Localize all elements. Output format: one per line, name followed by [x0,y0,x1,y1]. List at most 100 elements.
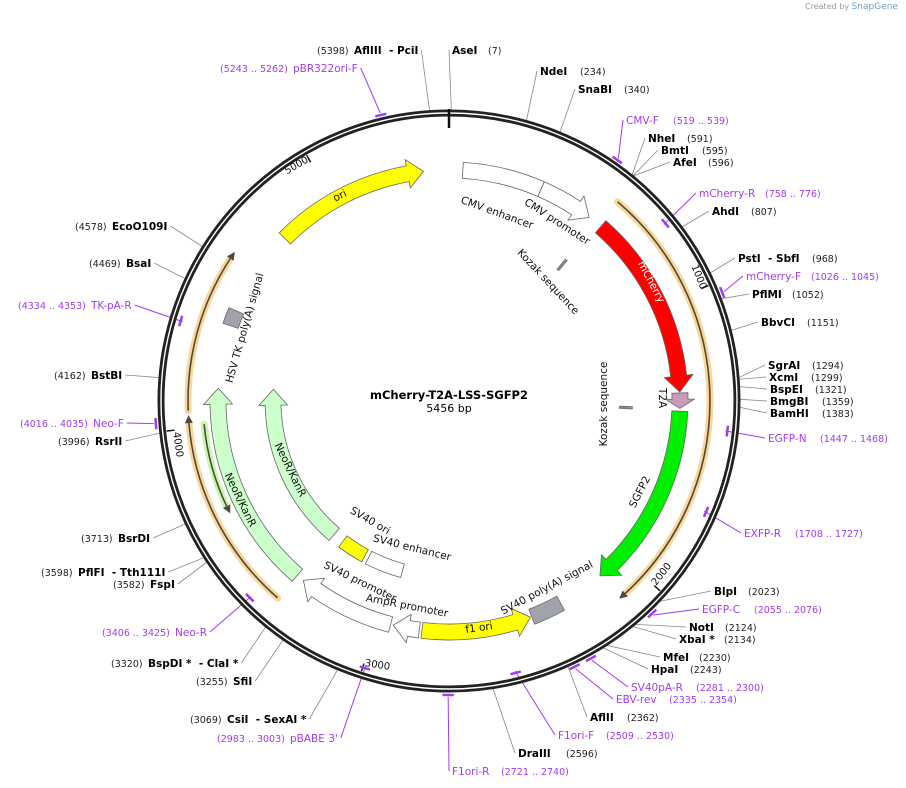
primer[interactable]: mCherry-F(1026 .. 1045) [746,271,879,283]
feature-sv40-enhancer-arrow[interactable] [364,550,405,578]
enzyme-name: NdeI [540,66,567,78]
primer[interactable]: EXFP-R(1708 .. 1727) [744,528,863,540]
feature-sv40-promoter-arrow[interactable] [302,577,394,633]
primer-mark[interactable] [660,218,670,229]
enzyme-site[interactable]: RsrII(3996) [58,436,122,448]
primer[interactable]: EGFP-C(2055 .. 2076) [702,604,822,616]
feature-t2a-arrow[interactable] [664,392,696,409]
primer-mark[interactable] [647,608,658,619]
enzyme-site[interactable]: BlpI(2023) [714,586,780,598]
primer-mark[interactable] [702,506,710,518]
orf-line[interactable] [187,258,231,411]
enzyme-site[interactable]: SgrAI(1294) [768,360,844,372]
enzyme-site[interactable]: AhdI(807) [712,206,777,218]
primer[interactable]: EGFP-N(1447 .. 1468) [768,433,888,445]
enzyme-name: BspEI [770,384,803,396]
primer-mark[interactable] [585,654,597,663]
primer-mark[interactable] [177,315,184,327]
primer-mark[interactable] [568,663,581,671]
enzyme-position: (7) [488,46,501,57]
orf-line[interactable] [203,424,228,507]
primer[interactable]: CMV-F(519 .. 539) [626,115,729,127]
enzyme-site[interactable]: XbaI *(2134) [679,634,756,646]
primer[interactable]: Neo-F(4016 .. 4035) [20,418,124,430]
primer-mark[interactable] [718,286,726,299]
feature-ori-arrow[interactable] [278,158,425,245]
primer[interactable]: SV40pA-R(2281 .. 2300) [631,682,764,694]
primer[interactable]: mCherry-R(758 .. 776) [699,188,821,200]
enzyme-position: (3069) [190,715,222,726]
primer[interactable]: Neo-R(3406 .. 3425) [102,627,207,639]
feature-cmv-promoter-arrow[interactable] [537,181,590,221]
feature-f1-ori-arrow[interactable] [420,607,532,641]
feature-kozak-sequence-mark[interactable] [557,259,568,272]
enzyme-site[interactable]: PstI - SbfI(968) [738,253,838,265]
primer[interactable]: EBV-rev(2335 .. 2354) [616,694,737,706]
enzyme-name: BbvCI [761,317,795,329]
orf-line[interactable] [617,201,711,595]
enzyme-site[interactable]: BspDI * - ClaI *(3320) [111,658,239,670]
enzyme-position: (4578) [75,222,107,233]
feature-neor-kanr-arrow[interactable] [202,387,304,582]
enzyme-site[interactable]: BbvCI(1151) [761,317,839,329]
feature-cmv-enhancer-arrow[interactable] [461,161,545,198]
primer-mark[interactable] [359,665,371,671]
enzyme-site[interactable]: BsrDI(3713) [81,533,150,545]
feature-hsv-tk-poly-a-signal-arrow[interactable] [222,307,245,329]
enzyme-site[interactable]: PflMI(1052) [752,289,824,301]
feature-kozak-sequence-mark[interactable] [618,407,633,410]
primer-mark[interactable] [510,670,522,676]
feature-ampr-promoter-arrow[interactable] [392,613,421,644]
enzyme-site[interactable]: PflFI - Tth111I(3598) [41,567,165,579]
enzyme-site[interactable]: CsiI - SexAI *(3069) [190,714,307,726]
orf-line[interactable] [188,423,279,599]
feature-kozak-sequence-mark[interactable] [556,258,567,271]
enzyme-site[interactable]: BstBI(4162) [54,370,122,382]
enzyme-site[interactable]: BmtI(595) [661,145,728,157]
enzyme-site[interactable]: FspI(3582) [113,579,175,591]
feature-sv40-poly-a-signal-arrow[interactable] [528,595,566,625]
enzyme-name: SgrAI [768,360,800,372]
feature-label: ori [331,188,349,205]
enzyme-name: SfiI [233,676,252,688]
enzyme-site[interactable]: AseI(7) [452,45,501,57]
primer-mark[interactable] [245,593,255,603]
enzyme-site[interactable]: XcmI(1299) [769,372,843,384]
primer-mark[interactable] [374,112,387,118]
primer[interactable]: pBR322ori-F(5243 .. 5262) [220,63,358,75]
feature-label: HSV TK poly(A) signal [224,272,267,385]
enzyme-site[interactable]: HpaI(2243) [651,664,722,676]
primer[interactable]: TK-pA-R(4334 .. 4353) [18,300,132,312]
enzyme-site[interactable]: AflII(2362) [590,712,659,724]
feature-sgfp2-arrow[interactable] [599,410,689,577]
credit-prefix: Created by [805,2,850,11]
enzyme-site[interactable]: NdeI(234) [540,66,606,78]
primer[interactable]: F1ori-F(2509 .. 2530) [558,730,674,742]
enzyme-site[interactable]: BsaI(4469) [89,258,151,270]
enzyme-site[interactable]: MfeI(2230) [663,652,731,664]
primer-name: mCherry-R [699,188,755,200]
orf-arrowhead [185,415,193,424]
enzyme-site[interactable]: BamHI(1383) [770,408,854,420]
primer-range: (2983 .. 3003) [217,734,285,745]
primer-mark[interactable] [611,155,623,165]
primer-mark[interactable] [154,417,158,430]
enzyme-leader-line [125,432,160,442]
enzyme-site[interactable]: BmgBI(1359) [770,396,854,408]
enzyme-site[interactable]: EcoO109I(4578) [75,221,167,233]
enzyme-site[interactable]: SfiI(3255) [196,676,252,688]
enzyme-site[interactable]: BspEI(1321) [770,384,847,396]
primer[interactable]: pBABE 3'(2983 .. 3003) [217,733,338,745]
primer-mark[interactable] [725,425,730,437]
enzyme-site[interactable]: NotI(2124) [689,622,757,634]
primer[interactable]: F1ori-R(2721 .. 2740) [452,766,569,778]
feature-sv40-ori-arrow[interactable] [338,535,369,563]
feature-mcherry-arrow[interactable] [594,220,694,393]
enzyme-site[interactable]: NheI(591) [648,133,713,145]
enzyme-site[interactable]: AfeI(596) [673,157,734,169]
enzyme-site[interactable]: AflIII - PciI(5398) [317,45,418,57]
enzyme-site[interactable]: SnaBI(340) [578,84,650,96]
enzyme-site[interactable]: DraIII(2596) [518,748,598,760]
enzyme-position: (2596) [566,749,598,760]
feature-neor-kanr-arrow[interactable] [257,388,340,542]
